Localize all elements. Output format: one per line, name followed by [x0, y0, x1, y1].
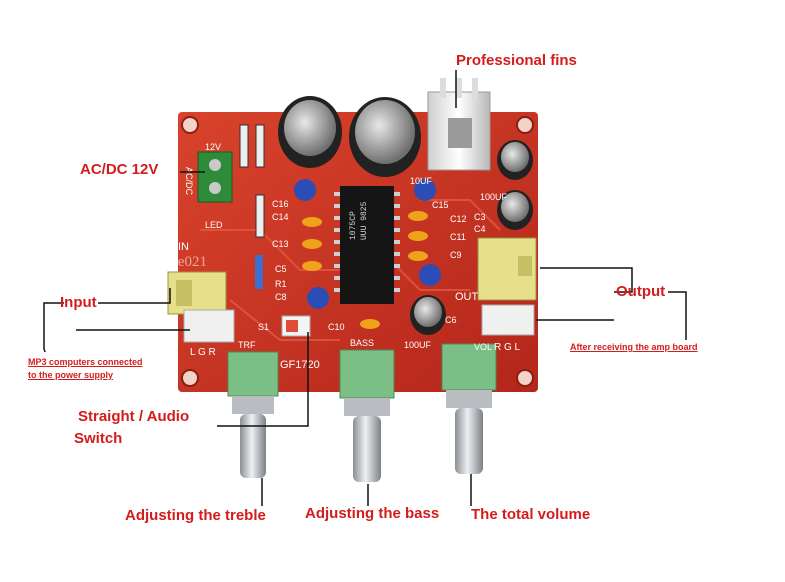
silk-model: GF1720 — [280, 359, 320, 371]
silk-lgr: L G R — [190, 347, 216, 358]
silk-c15: C15 — [432, 200, 449, 210]
capacitor-film — [408, 211, 428, 221]
capacitor-blue — [294, 179, 316, 201]
audio-jack-output — [477, 237, 537, 301]
silk-c14: C14 — [272, 212, 289, 222]
potentiometer-treble — [227, 351, 279, 478]
silk-c13: C13 — [272, 239, 289, 249]
chip-marking-2: UUU 9825 — [360, 201, 369, 240]
silk-acdc: AC/DC — [184, 167, 194, 196]
diode — [239, 124, 249, 168]
ic-chip — [340, 186, 394, 304]
label-bass: Adjusting the bass — [305, 505, 440, 522]
silk-r1: R1 — [275, 279, 287, 289]
label-input: Input — [60, 294, 97, 311]
label-mp3-line1: MP3 computers connected — [28, 357, 143, 367]
silk-vol: VOL — [474, 342, 492, 352]
mounting-hole — [516, 116, 534, 134]
potentiometer-volume — [441, 343, 497, 474]
silk-c8: C8 — [275, 292, 287, 302]
silk-trf: TRF — [238, 340, 256, 350]
capacitor-blue — [419, 264, 441, 286]
capacitor-film — [408, 251, 428, 261]
capacitor-film — [302, 261, 322, 271]
resistor — [255, 255, 263, 289]
mounting-hole — [516, 369, 534, 387]
label-treble: Adjusting the treble — [125, 507, 266, 524]
silk-uf1: 10UF — [410, 176, 433, 186]
silk-c4: C4 — [474, 224, 486, 234]
capacitor-film — [302, 217, 322, 227]
diode — [255, 124, 265, 168]
silk-c10: C10 — [328, 322, 345, 332]
silk-c12: C12 — [450, 214, 467, 224]
silk-c5: C5 — [275, 264, 287, 274]
watermark: Trade021 — [150, 254, 207, 270]
silk-led: LED — [205, 220, 223, 230]
callout-line-output — [540, 267, 633, 293]
silk-c16: C16 — [272, 199, 289, 209]
capacitor-film — [360, 319, 380, 329]
silk-uf2: 100UF — [480, 192, 508, 202]
capacitor-film — [302, 239, 322, 249]
heatsink — [427, 78, 491, 171]
label-switch: Switch — [74, 430, 123, 447]
label-professional-fins: Professional fins — [456, 52, 577, 69]
connector-input — [183, 309, 235, 343]
diode — [255, 194, 265, 238]
silk-in: IN — [178, 241, 189, 253]
potentiometer-bass — [339, 349, 395, 482]
silk-c6: C6 — [445, 315, 457, 325]
callout-line-input — [43, 302, 64, 350]
label-mp3-line2: to the power supply — [28, 370, 114, 380]
chip-marking: 1075CP — [349, 211, 358, 240]
silk-c3: C3 — [474, 212, 486, 222]
label-output: Output — [616, 283, 666, 300]
connector-output — [481, 304, 535, 336]
silk-bass: BASS — [350, 338, 374, 348]
silk-out: OUT — [455, 291, 479, 303]
silk-rgl: R G L — [494, 342, 521, 353]
silk-s1: S1 — [258, 322, 269, 332]
capacitor-blue — [307, 287, 329, 309]
label-straight-audio: Straight / Audio — [78, 408, 190, 425]
capacitor-blue — [414, 179, 436, 201]
callout-line-switch — [217, 332, 309, 427]
silk-voltage: 12V — [205, 142, 221, 152]
label-volume: The total volume — [471, 506, 591, 523]
capacitor-film — [408, 231, 428, 241]
label-ac-dc: AC/DC 12V — [80, 161, 159, 178]
silk-uf3: 100UF — [404, 340, 432, 350]
mounting-hole — [181, 369, 199, 387]
label-after-amp: After receiving the amp board — [570, 342, 698, 352]
silk-c9: C9 — [450, 250, 462, 260]
silk-c11: C11 — [450, 232, 466, 242]
mounting-hole — [181, 116, 199, 134]
